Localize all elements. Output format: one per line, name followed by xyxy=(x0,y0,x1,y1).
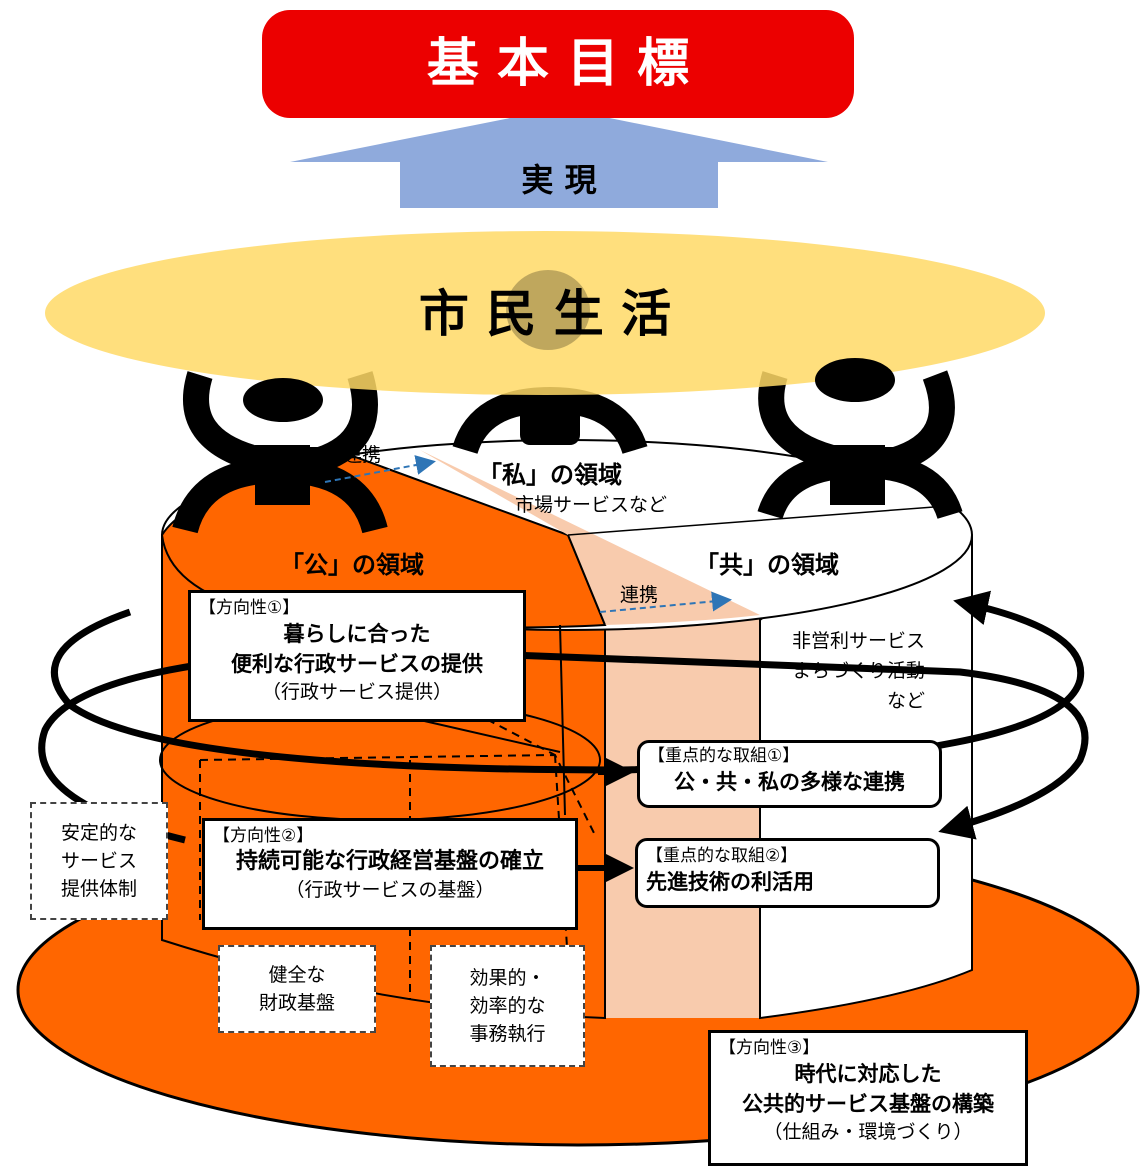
focus1-main: 公・共・私の多様な連携 xyxy=(674,770,905,794)
focus1-box: 【重点的な取組①】 公・共・私の多様な連携 xyxy=(637,740,942,808)
person-common-icon xyxy=(757,370,963,520)
person-common-head-icon xyxy=(815,358,895,402)
person-public-icon xyxy=(172,371,388,534)
direction3-line-2: 公共的サービス基盤の構築 xyxy=(742,1092,994,1116)
common-note-line-2: まちづくり活動 xyxy=(791,660,925,682)
person-private-icon xyxy=(452,386,648,455)
stable-line-2: サービス xyxy=(60,850,137,872)
efficient-line-3: 事務執行 xyxy=(469,1023,546,1045)
common-note-line-3: など xyxy=(886,690,925,712)
direction2-sub: （行政サービスの基盤） xyxy=(285,879,495,901)
private-top xyxy=(420,450,760,625)
link-arrow-middle xyxy=(599,591,732,613)
efficient-execution-box: 効果的・ 効率的な 事務執行 xyxy=(430,945,585,1067)
stable-line-1: 安定的な xyxy=(60,822,137,844)
direction1-line-1: 暮らしに合った xyxy=(283,622,431,646)
direction1-sub: （行政サービス提供） xyxy=(261,681,452,703)
realization-arrow xyxy=(290,108,828,208)
common-note-line-1: 非営利サービス xyxy=(791,630,925,652)
top-divider xyxy=(567,534,606,626)
common-domain-label: 「共」の領域 xyxy=(695,551,839,579)
focus2-main: 先進技術の利活用 xyxy=(646,870,814,894)
direction2-main: 持続可能な行政経営基盤の確立 xyxy=(235,849,544,874)
link-label-top: 連携 xyxy=(343,444,382,466)
finance-line-1: 健全な xyxy=(268,964,326,986)
citizen-life-ellipse xyxy=(45,231,1045,395)
inner-dashed-structure xyxy=(199,699,596,1000)
stable-line-3: 提供体制 xyxy=(60,878,137,900)
direction2-box: 【方向性②】 持続可能な行政経営基盤の確立 （行政サービスの基盤） xyxy=(202,818,578,930)
finance-line-2: 財政基盤 xyxy=(258,992,335,1014)
focus2-tag: 【重点的な取組②】 xyxy=(646,846,798,866)
public-domain-label: 「公」の領域 xyxy=(280,551,424,579)
private-domain-label: 「私」の領域 xyxy=(478,461,622,489)
stable-provision-box: 安定的な サービス 提供体制 xyxy=(30,802,168,920)
common-domain-note: 非営利サービス まちづくり活動 など xyxy=(765,626,925,716)
direction3-line-1: 時代に対応した xyxy=(794,1062,942,1086)
link-label-middle: 連携 xyxy=(620,584,659,606)
direction1-tag: 【方向性①】 xyxy=(199,598,300,618)
person-private-head-icon xyxy=(506,270,590,350)
focus2-box: 【重点的な取組②】 先進技術の利活用 xyxy=(635,838,940,908)
link-arrow-top xyxy=(324,455,436,483)
inner-line-2 xyxy=(419,719,561,753)
direction2-tag: 【方向性②】 xyxy=(213,826,314,846)
citizen-life-title: 市 民 生 活 xyxy=(418,285,672,343)
finance-box: 健全な 財政基盤 xyxy=(218,945,376,1033)
realization-label: 実 現 xyxy=(521,161,597,199)
direction1-line-2: 便利な行政サービスの提供 xyxy=(231,652,483,676)
efficient-line-2: 効率的な xyxy=(469,995,546,1017)
focus1-tag: 【重点的な取組①】 xyxy=(648,746,800,766)
top-divider-2 xyxy=(567,504,961,536)
goal-banner xyxy=(262,10,854,118)
direction3-box: 【方向性③】 時代に対応した 公共的サービス基盤の構築 （仕組み・環境づくり） xyxy=(708,1030,1028,1166)
private-domain-note: 市場サービスなど xyxy=(515,494,668,516)
direction3-tag: 【方向性③】 xyxy=(719,1038,820,1058)
person-public-head-icon xyxy=(243,378,323,422)
efficient-line-1: 効果的・ xyxy=(469,967,546,989)
direction1-box: 【方向性①】 暮らしに合った 便利な行政サービスの提供 （行政サービス提供） xyxy=(188,590,526,722)
goal-title: 基 本 目 標 xyxy=(426,34,690,94)
direction3-sub: （仕組み・環境づくり） xyxy=(763,1121,973,1143)
